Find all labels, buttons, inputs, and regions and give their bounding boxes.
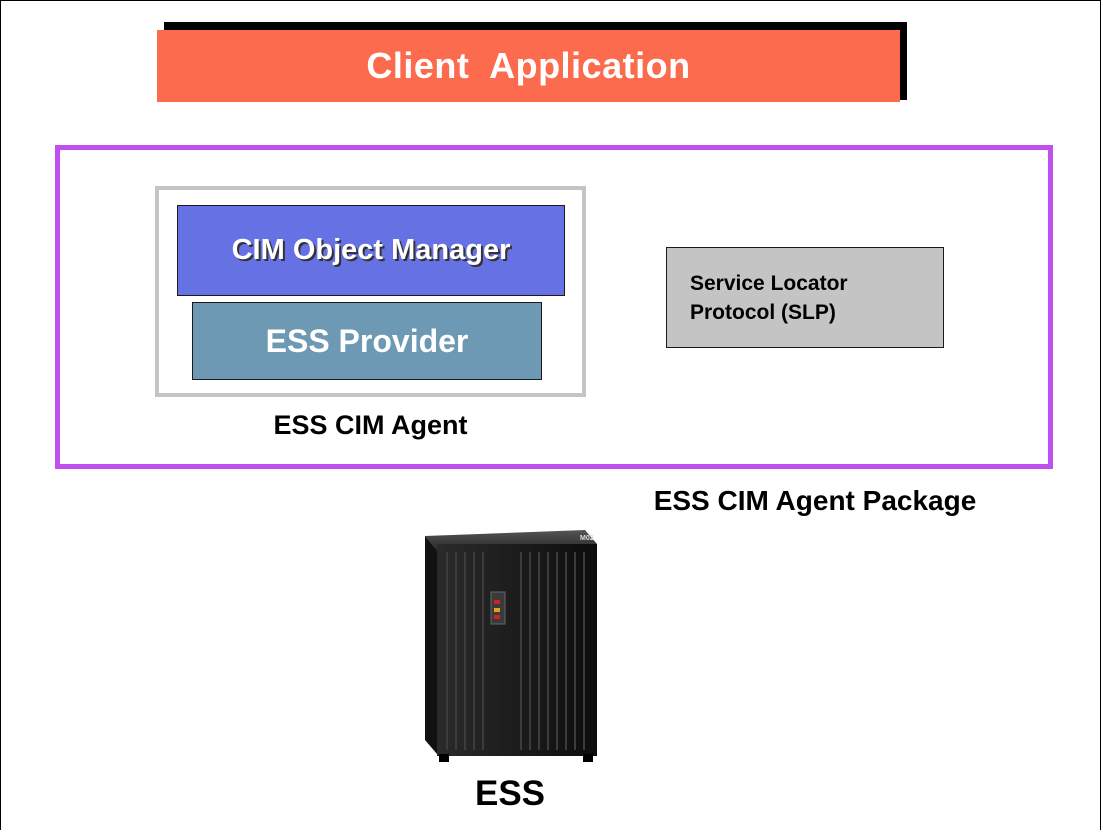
slp-label-line-1: Service Locator	[690, 271, 848, 295]
client-application-label: Client Application	[366, 45, 691, 86]
server-badge: M02	[580, 535, 594, 542]
ess-provider-box: ESS Provider	[192, 302, 542, 380]
cim-agent-label: ESS CIM Agent	[273, 410, 468, 440]
server-operator-panel	[490, 591, 506, 625]
cim-object-manager-box: CIM Object Manager	[177, 205, 565, 296]
server-louvers	[446, 552, 585, 750]
cim-agent-package-box	[55, 145, 1053, 469]
client-application-box: Client Application	[157, 30, 900, 102]
server-cabinet	[425, 530, 597, 756]
slp-text: Service Locator Protocol (SLP)	[690, 269, 920, 327]
cim-agent-box	[155, 186, 586, 397]
cim-agent-package-label: ESS CIM Agent Package	[653, 485, 977, 516]
slp-box: Service Locator Protocol (SLP)	[666, 247, 944, 348]
server-feet	[439, 754, 593, 762]
slp-label-line-2: Protocol (SLP)	[690, 300, 836, 324]
ess-provider-label: ESS Provider	[265, 322, 469, 359]
cim-object-manager-label: CIM Object Manager	[231, 234, 511, 266]
ess-label: ESS	[474, 774, 546, 813]
ess-storage-server-image: M02	[425, 530, 597, 762]
